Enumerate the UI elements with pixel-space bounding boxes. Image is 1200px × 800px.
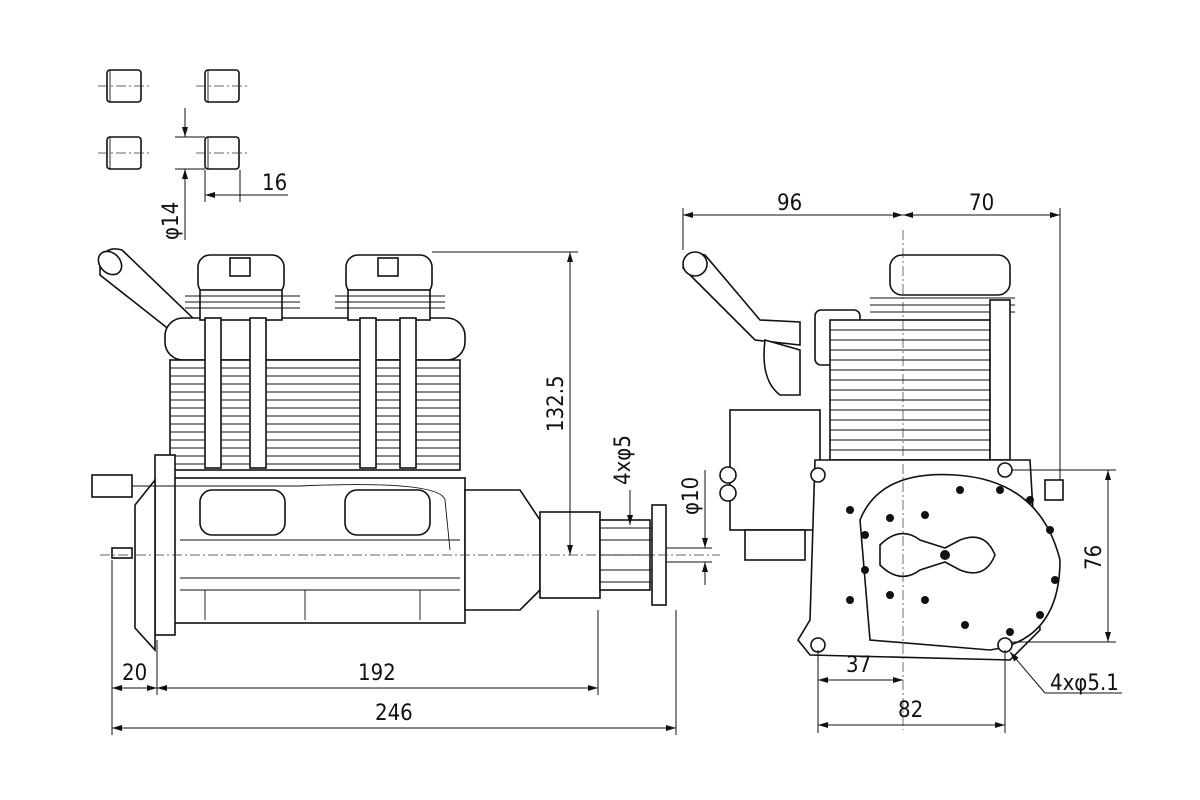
dim-label-70: 70 (969, 191, 994, 216)
dimension-top: 96 70 (682, 191, 1061, 480)
dimension-hub-bolts: 4xφ5 (611, 435, 636, 525)
dim-label-16: 16 (262, 171, 287, 196)
cooling-fins (169, 295, 461, 471)
bushing (196, 69, 248, 103)
engine-rear-view (682, 230, 1064, 730)
cylinder-2 (345, 254, 433, 321)
dim-label-4xphi5: 4xφ5 (611, 435, 636, 485)
dimension-hub-diameter: φ10 (666, 470, 712, 585)
dimension-mount-vertical: 76 (1012, 469, 1116, 643)
cylinder-head (889, 254, 1011, 296)
dim-label-37: 37 (846, 653, 871, 678)
bolt-circle (846, 486, 1059, 636)
bushing (98, 69, 150, 103)
dim-label-192: 192 (358, 661, 396, 686)
dim-label-132-5: 132.5 (544, 375, 569, 432)
dim-label-246: 246 (375, 701, 413, 726)
engine-side-view (91, 248, 720, 653)
dim-label-20: 20 (122, 661, 147, 686)
carburetor (729, 409, 821, 531)
dimension-mount-width: 37 82 (817, 650, 1006, 733)
bushing (196, 136, 248, 170)
prop-adapter (464, 489, 541, 611)
dimension-bush-length: 16 (204, 170, 288, 202)
bushing (98, 136, 150, 170)
dim-label-96: 96 (777, 191, 802, 216)
crank-opening (879, 532, 996, 578)
dim-label-phi14: φ14 (159, 202, 184, 240)
dimension-length: 20 192 246 (111, 560, 677, 735)
dimension-bush-diameter: φ14 (159, 108, 205, 240)
dim-label-82: 82 (898, 698, 923, 723)
bushings (98, 69, 248, 170)
mount-flange (134, 477, 156, 653)
dim-label-76: 76 (1082, 545, 1107, 570)
dimension-height: 132.5 (432, 251, 578, 555)
dimension-mount-holes: 4xφ5.1 (1009, 651, 1122, 696)
spark-connector (91, 474, 133, 498)
dim-label-4xphi5-1: 4xφ5.1 (1050, 671, 1119, 696)
dim-label-phi10: φ10 (679, 477, 704, 515)
